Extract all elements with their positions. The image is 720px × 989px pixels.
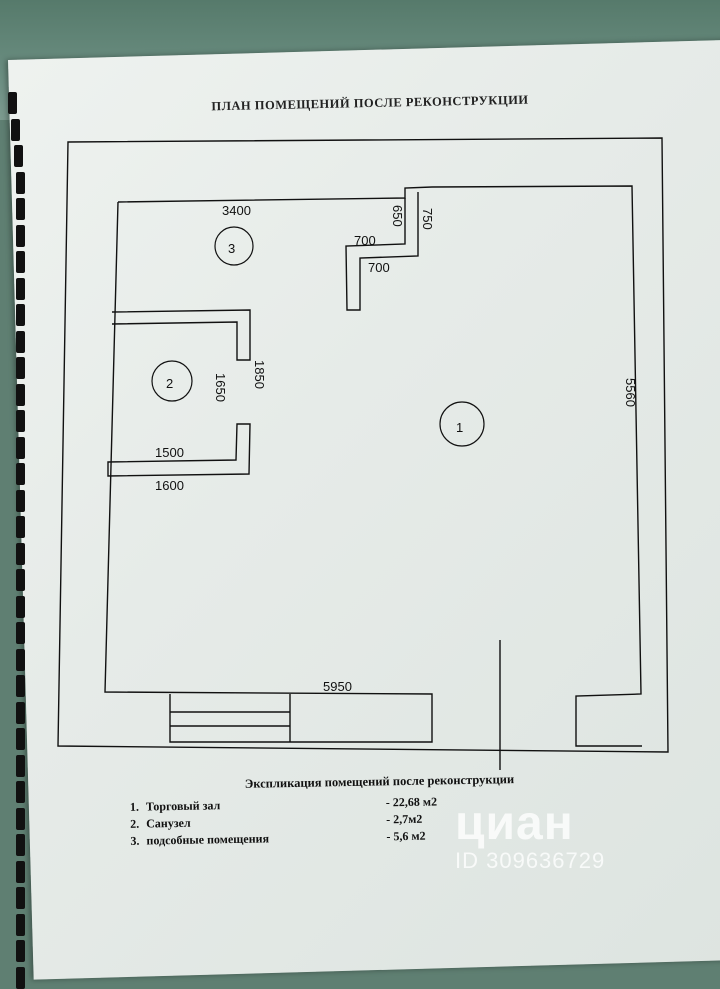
binding-hole (16, 516, 25, 538)
binding-hole (16, 224, 25, 247)
row-area: - 5,6 м2 (386, 828, 426, 844)
row-number: 2. (130, 816, 140, 831)
room-1-circle (439, 401, 485, 447)
binding-hole (16, 807, 25, 830)
binding-hole (16, 728, 25, 750)
binding-hole (16, 675, 25, 697)
binding-hole (16, 489, 25, 512)
binding-hole (16, 383, 25, 406)
binding-hole (16, 304, 25, 326)
binding-hole (11, 118, 20, 141)
binding-hole (16, 569, 25, 591)
room-markers: 1 2 3 (151, 226, 485, 447)
dim-1850: 1850 (252, 360, 267, 389)
binding-hole (16, 357, 25, 379)
room-outline (117, 185, 642, 747)
binding-hole (16, 966, 25, 989)
binding-hole (16, 622, 25, 644)
binding-hole (16, 701, 25, 724)
room-3-circle (214, 226, 254, 266)
binding-hole (14, 145, 23, 167)
binding-hole (16, 410, 25, 432)
dim-1600: 1600 (155, 478, 184, 493)
binding-hole (16, 542, 25, 565)
cian-watermark: циан ID 309636729 (455, 800, 605, 874)
partition-2b (107, 423, 251, 477)
spiral-binding (0, 0, 40, 989)
outer-frame (57, 137, 669, 753)
dim-750: 750 (420, 208, 435, 230)
binding-hole (16, 940, 25, 962)
listing-id: ID 309636729 (455, 848, 606, 873)
dim-700-upper: 700 (354, 233, 376, 248)
binding-hole (16, 198, 25, 220)
row-number: 1. (129, 799, 140, 814)
binding-hole (8, 92, 17, 114)
dim-1500: 1500 (155, 445, 184, 460)
room-1-number: 1 (456, 420, 463, 435)
partition-3 (345, 192, 419, 311)
room-2-number: 2 (166, 376, 173, 391)
partition-2 (111, 309, 251, 361)
row-area: - 22,68 м2 (385, 794, 438, 810)
row-area: - 2,7м2 (386, 811, 423, 827)
room-3-number: 3 (228, 241, 235, 256)
binding-hole (16, 251, 25, 273)
room-2-circle (151, 360, 193, 402)
dim-5950: 5950 (323, 679, 352, 694)
binding-hole (16, 277, 25, 300)
binding-hole (16, 171, 25, 194)
binding-hole (16, 436, 25, 459)
dim-650: 650 (390, 205, 405, 227)
binding-hole (16, 860, 25, 883)
dim-5560: 5560 (623, 378, 638, 407)
binding-hole (16, 887, 25, 909)
binding-hole (16, 913, 25, 936)
binding-hole (16, 595, 25, 618)
cian-logo: циан (455, 797, 574, 850)
binding-hole (16, 834, 25, 856)
left-wall (104, 201, 433, 743)
dim-1650: 1650 (213, 373, 228, 402)
binding-hole (16, 463, 25, 485)
row-number: 3. (130, 833, 140, 848)
binding-hole (16, 648, 25, 671)
floor-plan: 1 2 3 3400 650 750 700 700 1850 1650 150… (57, 137, 669, 770)
binding-hole (16, 330, 25, 353)
dim-3400: 3400 (222, 203, 251, 218)
binding-hole (16, 754, 25, 777)
dimension-labels: 3400 650 750 700 700 1850 1650 1500 1600… (155, 203, 638, 694)
dim-700-lower: 700 (368, 260, 390, 275)
binding-hole (16, 781, 25, 803)
